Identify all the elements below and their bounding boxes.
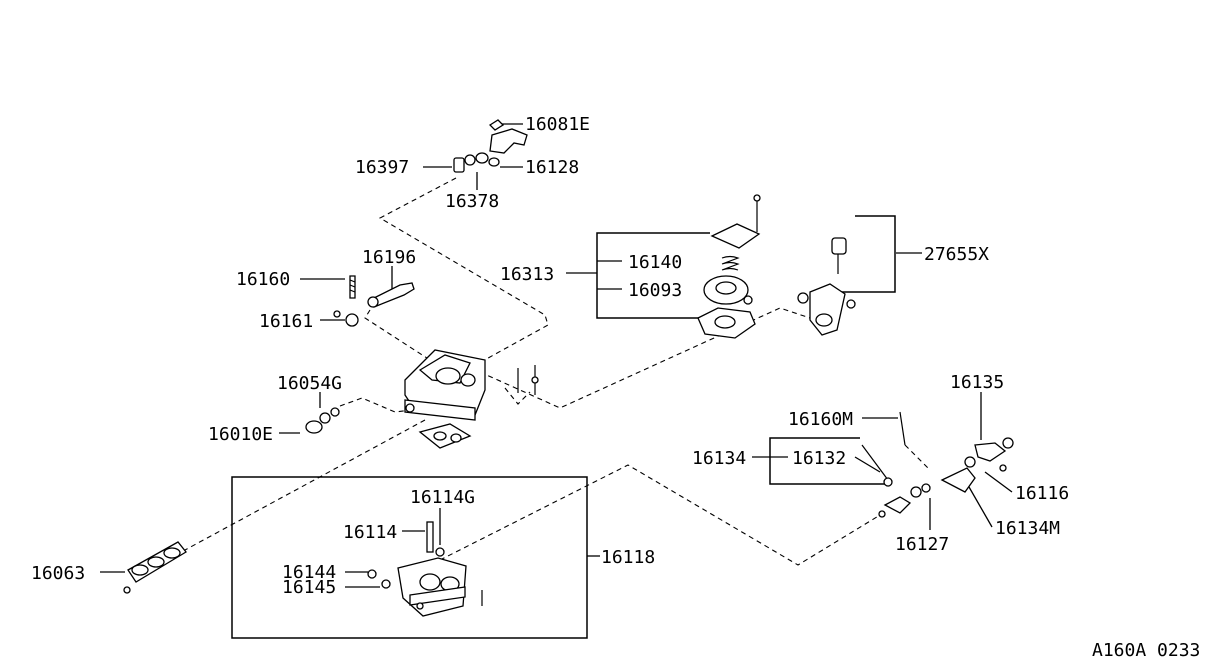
accelerator-pump-part bbox=[797, 237, 856, 336]
screw-parts-16054g bbox=[305, 407, 340, 434]
label-16160m: 16160M bbox=[788, 409, 853, 430]
label-16054g: 16054G bbox=[277, 373, 342, 394]
label-16116: 16116 bbox=[1015, 483, 1069, 504]
label-16196: 16196 bbox=[362, 247, 416, 268]
label-16114g: 16114G bbox=[410, 487, 475, 508]
label-16114: 16114 bbox=[343, 522, 397, 543]
throttle-linkage-parts bbox=[861, 411, 1014, 518]
label-16132: 16132 bbox=[792, 448, 846, 469]
label-16063: 16063 bbox=[31, 563, 85, 584]
label-16160: 16160 bbox=[236, 269, 290, 290]
label-16134: 16134 bbox=[692, 448, 746, 469]
label-16093: 16093 bbox=[628, 280, 682, 301]
needle-valve-part bbox=[333, 275, 415, 327]
carburetor-body-upper bbox=[404, 349, 539, 449]
label-16145: 16145 bbox=[282, 577, 336, 598]
label-16397: 16397 bbox=[355, 157, 409, 178]
carburetor-body-lower bbox=[367, 521, 483, 617]
label-16118: 16118 bbox=[601, 547, 655, 568]
label-16134m: 16134M bbox=[995, 518, 1060, 539]
label-16140: 16140 bbox=[628, 252, 682, 273]
label-16135: 16135 bbox=[950, 372, 1004, 393]
label-16313: 16313 bbox=[500, 264, 554, 285]
part-labels: 16081E 16397 16128 16378 16196 16160 161… bbox=[31, 114, 1200, 661]
label-16161: 16161 bbox=[259, 311, 313, 332]
fuel-pump-diaphragm bbox=[697, 194, 761, 339]
label-27655x: 27655X bbox=[924, 244, 989, 265]
insulator-gasket-part bbox=[123, 541, 187, 594]
assembly-dashed-lines bbox=[184, 177, 931, 566]
label-16081e: 16081E bbox=[525, 114, 590, 135]
leader-lines bbox=[100, 123, 1013, 639]
label-16127: 16127 bbox=[895, 534, 949, 555]
label-16010e: 16010E bbox=[208, 424, 273, 445]
label-16144: 16144 bbox=[282, 562, 336, 583]
label-16128: 16128 bbox=[525, 157, 579, 178]
label-16378: 16378 bbox=[445, 191, 499, 212]
fuel-hose-clamp-parts bbox=[453, 119, 528, 173]
diagram-code: A160A 0233 bbox=[1092, 640, 1200, 661]
